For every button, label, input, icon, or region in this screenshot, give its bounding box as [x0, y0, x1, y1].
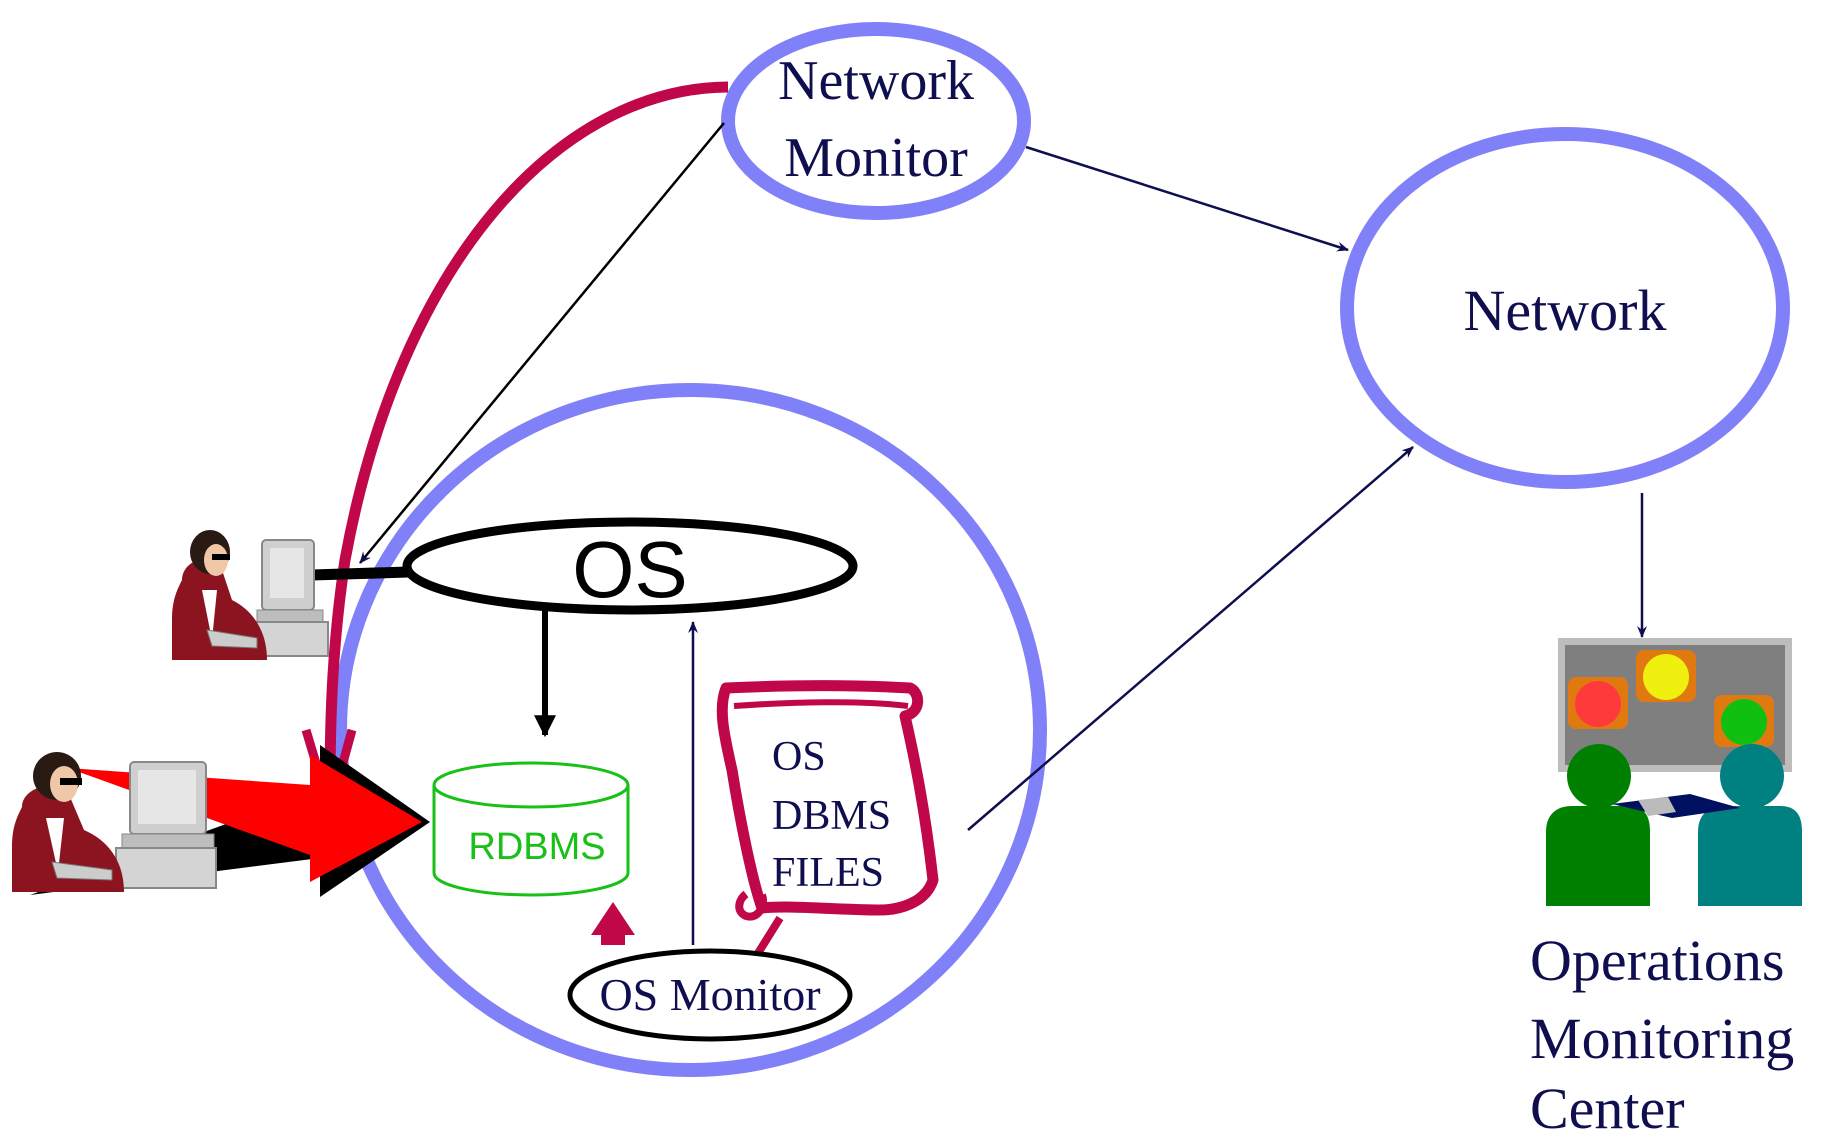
- user-at-workstation-icon: [12, 752, 217, 892]
- rdbms-database: RDBMS: [432, 761, 630, 897]
- operations-label-line1: Operations: [1530, 928, 1785, 993]
- rdbms-label: RDBMS: [468, 826, 605, 868]
- os-monitor-node: OS Monitor: [567, 948, 853, 1042]
- operations-center-label: Operations Monitoring Center: [1530, 928, 1794, 1132]
- network-monitor-node: Network Monitor: [721, 22, 1031, 220]
- network-label: Network: [1464, 278, 1667, 343]
- operations-label-line3: Center: [1530, 1076, 1685, 1132]
- network-monitor-label-line1: Network: [778, 50, 974, 112]
- osmonitor-to-rdbms-arrow: [591, 902, 635, 945]
- os-label: OS: [572, 525, 688, 614]
- operations-center-icon: [1546, 638, 1802, 906]
- user-at-workstation-icon: [172, 530, 329, 660]
- os-connector-line: [311, 566, 409, 581]
- log-files-scroll: OS DBMS FILES: [716, 680, 939, 921]
- network-node: Network: [1340, 127, 1790, 489]
- arrow-monitor-to-network: [1025, 145, 1349, 252]
- logs-label-line2: DBMS: [772, 793, 891, 839]
- server-boundary-ellipse: [333, 383, 1047, 1077]
- os-node: OS: [402, 517, 858, 615]
- arrow-monitor-to-os: [359, 122, 725, 564]
- operations-label-line2: Monitoring: [1530, 1006, 1794, 1071]
- arrow-logs-to-network: [967, 446, 1414, 831]
- logs-label-line3: FILES: [772, 850, 884, 896]
- os-monitor-label: OS Monitor: [599, 969, 820, 1020]
- crimson-probe-arrow: [324, 81, 729, 791]
- logs-label-line1: OS: [772, 734, 826, 780]
- network-monitor-label-line2: Monitor: [784, 127, 968, 189]
